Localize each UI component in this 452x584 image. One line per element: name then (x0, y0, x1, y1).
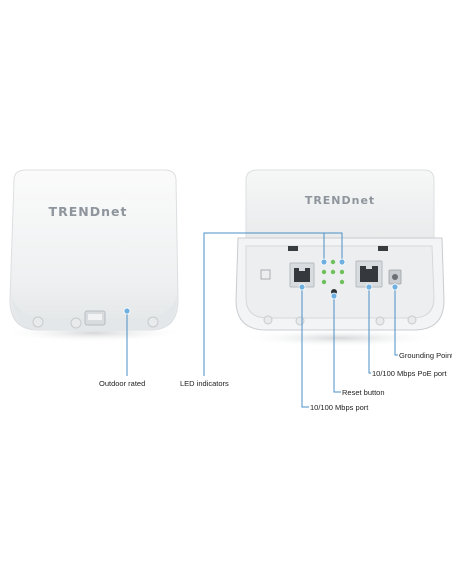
callout-dot-grounding-point (391, 283, 399, 291)
led-indicator (339, 269, 345, 275)
right-device-logo: TRENDnet (305, 194, 375, 207)
left-device-logo: TRENDnet (49, 204, 128, 219)
led-indicator (321, 279, 327, 285)
label-grounding-point: Grounding Point (399, 351, 452, 360)
label-outdoor-rated: Outdoor rated (99, 379, 146, 388)
callout-line-reset-button (333, 295, 341, 393)
callout-dot-reset-button (330, 292, 338, 300)
right-device-screw (375, 316, 385, 326)
led-indicator (321, 269, 327, 275)
left-device-base (12, 296, 177, 330)
callout-line-poe-port (368, 287, 371, 374)
grounding-screw (392, 274, 398, 280)
left-device-mount-slot-inner (88, 314, 102, 320)
left-device-screw (70, 317, 82, 329)
callout-line-led-indicators (203, 232, 343, 376)
callout-dot-poe-port (365, 283, 373, 291)
right-device-hinge (288, 246, 298, 251)
callout-dot-led (338, 258, 346, 266)
right-device-screw (295, 316, 305, 326)
right-device-screw (407, 315, 417, 325)
callout-dots (123, 258, 399, 315)
right-device-housing (245, 169, 435, 239)
right-device-latch (260, 269, 271, 280)
label-led-indicators: LED indicators (180, 379, 229, 388)
label-poe-port: 10/100 Mbps PoE port (372, 369, 447, 378)
callout-dot-led (320, 258, 328, 266)
left-device-screw (32, 316, 44, 328)
callout-line-lan-port (301, 287, 309, 408)
poe-port-clip (366, 266, 372, 269)
led-indicator (330, 269, 336, 275)
right-device-hinge (378, 246, 388, 251)
poe-port-socket (360, 266, 378, 282)
lan-port-socket (294, 268, 310, 282)
left-device: TRENDnet (2, 169, 186, 342)
label-reset-button: Reset button (342, 388, 385, 397)
lan-port-clip (299, 268, 305, 271)
callout-lines (126, 232, 398, 408)
left-device-housing (9, 169, 179, 331)
right-device-screw (263, 315, 273, 325)
right-device-shadow (240, 329, 440, 347)
callout-dot-lan-port (298, 283, 306, 291)
right-device: TRENDnet (235, 169, 445, 347)
led-indicator (330, 259, 336, 265)
left-device-screw (147, 316, 159, 328)
label-lan-port: 10/100 Mbps port (310, 403, 369, 412)
led-indicator (339, 279, 345, 285)
callout-dot-outdoor-rated (123, 307, 131, 315)
callout-line-grounding-point (394, 287, 398, 356)
